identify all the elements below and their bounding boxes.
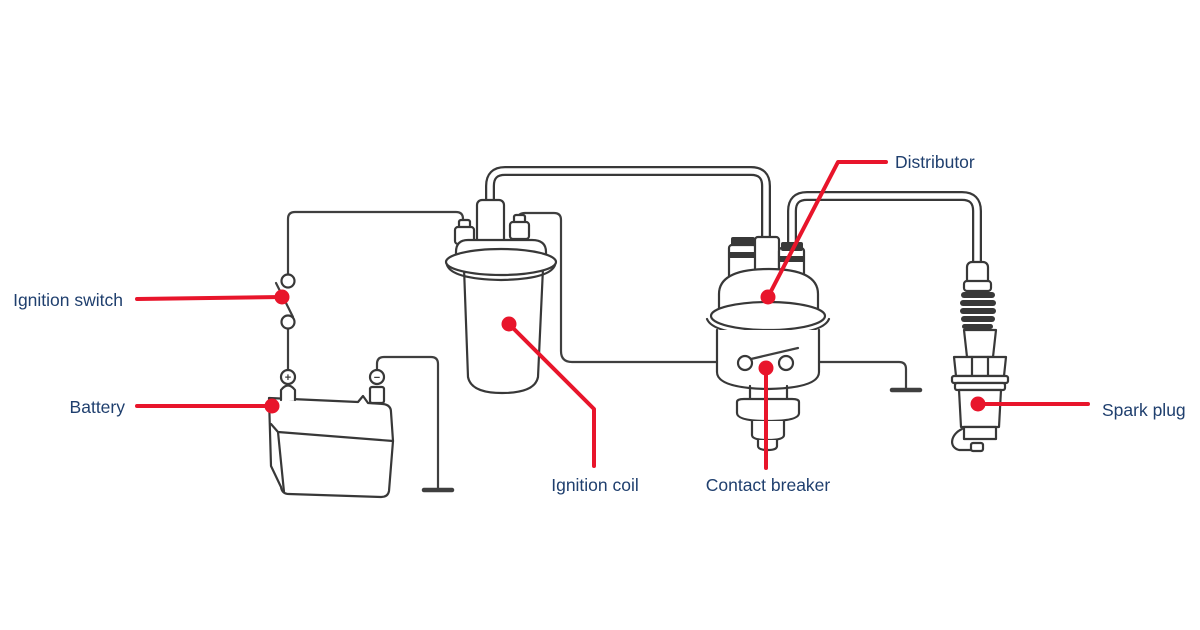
plug-hex-nut <box>952 355 1008 378</box>
contact-breaker-lever <box>749 346 800 361</box>
coil-terminal-right <box>508 220 531 241</box>
leader-dot-ignition-switch <box>274 289 290 305</box>
label-ignition-coil: Ignition coil <box>551 475 639 495</box>
leader-lines <box>135 160 1090 470</box>
ignition-coil-drawing <box>444 198 558 395</box>
battery-terminal-positive <box>279 368 297 386</box>
insulator-rib <box>961 292 995 298</box>
distributor-tower-left-boot <box>731 237 755 246</box>
leader-dot-distributor <box>760 289 776 305</box>
ground-symbols <box>421 387 923 493</box>
spark-plug-drawing <box>950 260 1010 453</box>
leader-dot-ignition-coil <box>501 316 517 332</box>
coil-ht-tower <box>475 198 506 246</box>
battery-negative-sign: − <box>374 372 380 384</box>
leader-ignition-switch <box>135 295 284 301</box>
battery-post-positive <box>279 384 297 402</box>
ht-cable-outline <box>485 166 771 243</box>
battery-box <box>267 394 395 499</box>
plug-terminal-band <box>962 279 993 293</box>
battery-box-edges <box>269 422 395 494</box>
battery-drawing: + − <box>267 368 395 499</box>
distributor-tower-left-band <box>729 252 756 258</box>
contact-breaker-symbol <box>736 346 800 372</box>
battery-terminal-negative <box>368 368 386 386</box>
labels: Ignition switch Battery Ignition coil Co… <box>13 152 1186 495</box>
insulator-rib <box>960 308 996 314</box>
coil-body <box>462 266 545 395</box>
insulator-rib <box>962 324 993 329</box>
wire-battery-to-ground <box>375 355 440 490</box>
distributor-tower-right-band <box>779 256 804 262</box>
label-ignition-switch: Ignition switch <box>13 290 123 310</box>
plug-insulator <box>962 328 998 359</box>
ht-cable-coil-to-distributor <box>485 166 771 243</box>
label-distributor: Distributor <box>895 152 975 172</box>
switch-terminal-bottom <box>280 314 296 330</box>
contact-breaker-point-left <box>736 354 754 372</box>
plug-hex-facets <box>970 355 990 378</box>
distributor-flange <box>709 300 827 332</box>
coil-cap-flange-rim <box>445 263 557 282</box>
plug-center-electrode <box>969 441 985 453</box>
plug-ground-electrode <box>951 427 973 452</box>
ht-cable-distributor-to-spark-plug <box>787 191 982 268</box>
insulator-rib <box>961 316 995 322</box>
switch-terminal-top <box>280 273 296 289</box>
insulator-rib <box>960 300 996 306</box>
leader-dot-spark-plug <box>970 396 986 412</box>
leader-dots <box>264 289 986 414</box>
label-battery: Battery <box>70 397 126 417</box>
battery-positive-sign: + <box>285 372 291 384</box>
coil-cap-flange <box>444 247 558 277</box>
ht-cable-core <box>487 168 769 243</box>
ignition-switch-symbol <box>274 273 296 330</box>
leader-distributor <box>766 160 888 299</box>
ht-cable-core <box>789 193 980 268</box>
wire-coil-to-contact-breaker <box>516 211 741 364</box>
label-spark-plug: Spark plug <box>1102 400 1186 420</box>
battery-post-negative <box>368 385 386 405</box>
leader-ignition-coil <box>507 322 596 468</box>
plug-thread-tip <box>962 425 998 441</box>
leader-dot-battery <box>264 398 280 414</box>
contact-breaker-point-right <box>777 354 795 372</box>
leader-dot-contact-breaker <box>758 360 774 376</box>
wire-contact-breaker-to-ground <box>790 360 908 390</box>
wire-switch-to-coil <box>286 210 465 277</box>
ht-cable-outline <box>787 191 982 268</box>
label-contact-breaker: Contact breaker <box>706 475 831 495</box>
